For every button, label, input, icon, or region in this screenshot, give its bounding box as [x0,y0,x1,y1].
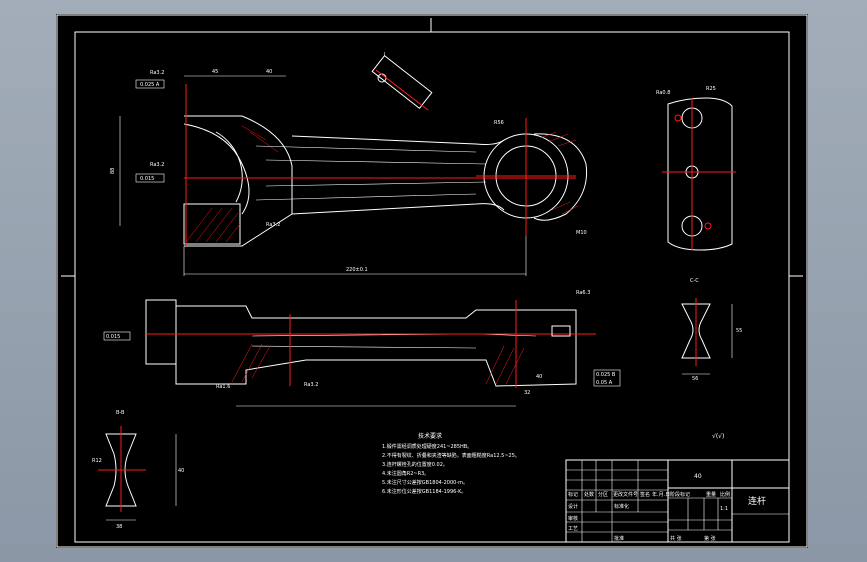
title-label-date: 年.月.日 [652,491,670,498]
dim-bolt: M10 [576,230,587,236]
dim-b-w: 38 [116,524,122,530]
tech-req-line-2: 2.不得有裂纹、折叠和夹渣等缺陷，表面粗糙度Ra12.5~25。 [382,452,520,459]
general-roughness: √(√) [712,433,724,440]
title-sub-approve: 批准 [614,535,624,542]
dim-big-end-width: 88 [110,168,116,174]
engineering-drawing: 220±0.1 45 40 88 R56 R25 M10 0.025 A 0.0… [56,14,808,548]
title-sub-design: 设计 [568,503,578,510]
label-detail-i: I [384,52,385,58]
tolerance-frame-2: 0.015 [140,176,154,182]
roughness-2: Ra3.2 [150,162,164,168]
dim-b-h: 40 [178,468,184,474]
label-section-bb: B-B [116,410,125,416]
tech-req-title: 技术要求 [418,432,442,440]
title-label-zone: 分区 [598,491,608,498]
tolerance-frame-1: 0.025 A [140,82,160,88]
title-label-count: 处数 [584,491,594,498]
drawing-sheet: 220±0.1 45 40 88 R56 R25 M10 0.025 A 0.0… [56,14,808,548]
label-section-cc: C-C [690,278,699,284]
title-block [565,459,790,543]
dim-bottom-a: 40 [536,374,542,380]
dim-section-h: 55 [736,328,742,334]
roughness-1: Ra3.2 [150,70,164,76]
tech-requirements: 技术要求 1.锻件需经调质处理硬度241~285HB。 2.不得有裂纹、折叠和夹… [382,432,520,495]
title-label-sign: 签名 [640,491,650,498]
tech-req-line-5: 5.未注尺寸公差按GB1804-2000-m。 [382,479,468,486]
sheet-border [56,14,808,548]
title-part-name: 连杆 [748,495,766,507]
dim-r-small: R25 [706,86,716,92]
title-sub-process: 工艺 [568,526,578,532]
section-bb-view [98,426,177,521]
tolerance-frame-4: 0.025 B [596,372,616,378]
inner-frame [74,31,790,543]
title-right-weight: 重量 [706,491,716,498]
dim-top-a: 45 [212,69,218,75]
dim-section-w: 56 [692,376,698,382]
rod-front-view [119,75,588,276]
title-sub-review: 审核 [568,515,578,522]
tolerance-frame-5: 0.05 A [596,380,613,386]
dim-overall-length: 220±0.1 [346,267,368,273]
roughness-4: Ra0.8 [656,90,670,96]
tech-req-line-6: 6.未注形位公差按GB1184-1996-K。 [382,488,466,495]
title-scale-value: 1:1 [720,506,728,512]
title-right-sheet: 第 张 [704,535,716,542]
tolerance-frame-3: 0.015 [106,334,120,340]
detail-i-view [371,54,433,111]
dim-top-b: 40 [266,69,272,75]
rod-section-view [145,299,596,407]
title-material: 40 [694,473,702,480]
tech-req-line-4: 4.未注圆角R2~R3。 [382,470,429,477]
title-label-mark: 标记 [568,491,578,498]
section-cc-view [681,298,733,375]
title-sub-standard: 标准化 [614,503,629,510]
title-right-stage: 阶段标记 [670,491,690,498]
roughness-7: Ra6.3 [576,290,590,296]
roughness-6: Ra3.2 [304,382,318,388]
rod-side-view [662,97,736,251]
dim-r-big: R56 [494,120,504,126]
tech-req-line-1: 1.锻件需经调质处理硬度241~285HB。 [382,443,472,450]
dim-r-b: R12 [92,458,102,464]
title-label-change: 更改文件号 [613,491,638,498]
title-right-scale: 比例 [720,491,730,498]
tech-req-line-3: 3.连杆螺栓孔的位置度0.02。 [382,461,448,468]
roughness-3: Ra3.2 [266,222,280,228]
dim-bottom-b: 32 [524,390,530,396]
roughness-5: Ra1.6 [216,384,230,390]
title-right-sheets: 共 张 [670,535,682,542]
